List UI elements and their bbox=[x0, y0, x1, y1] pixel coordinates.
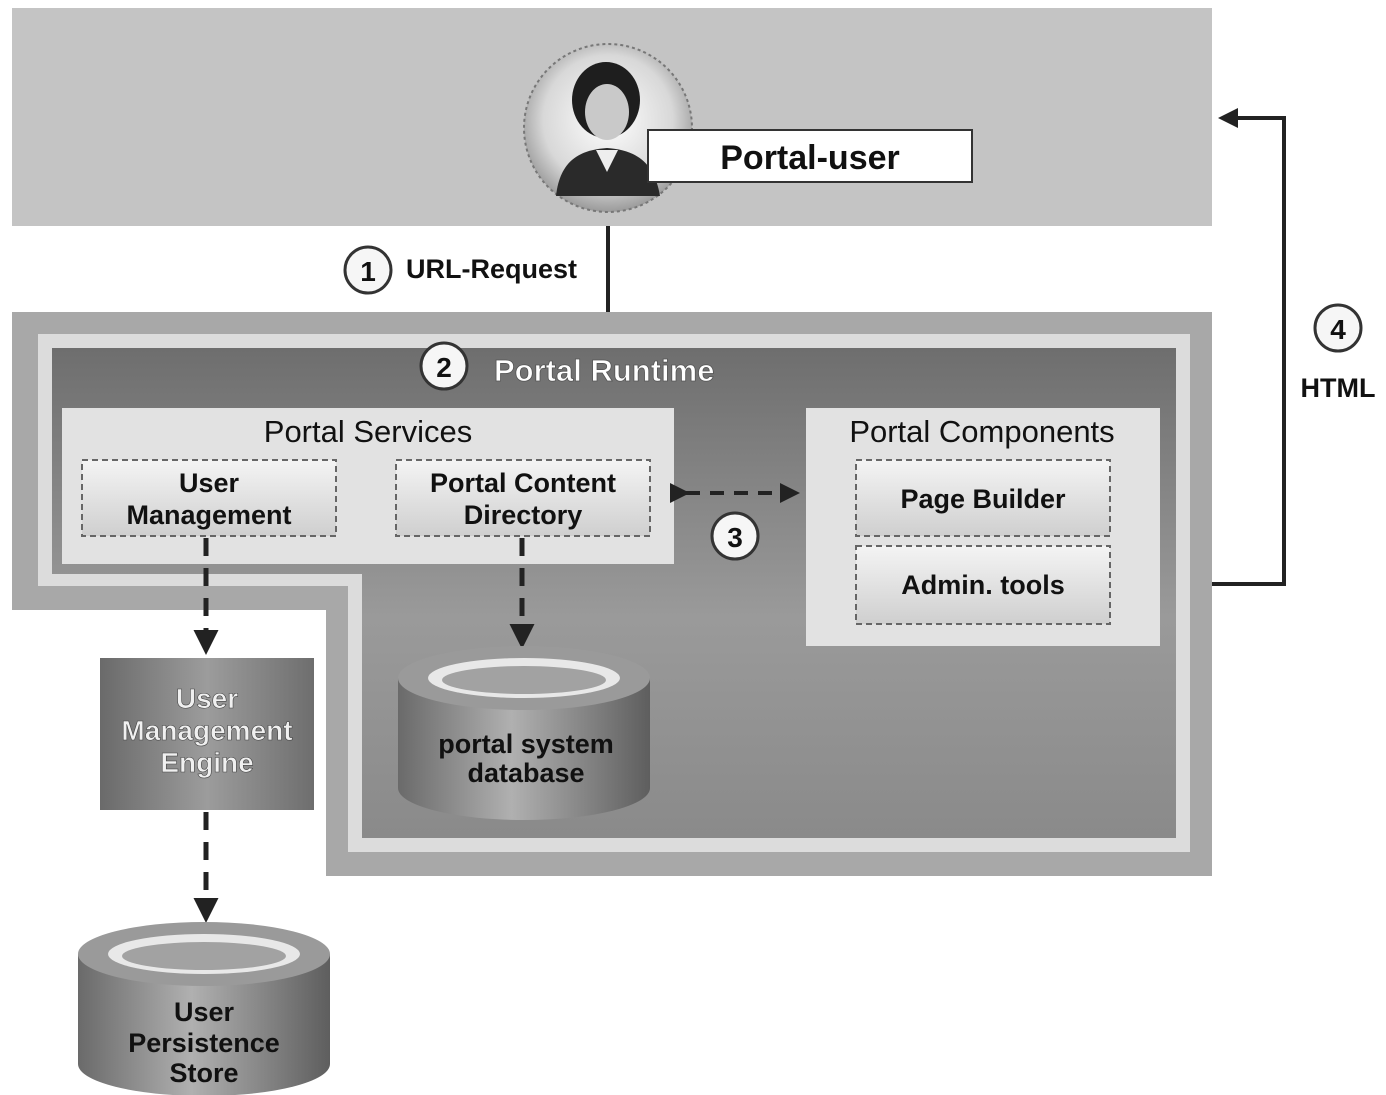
url-request-label: URL-Request bbox=[406, 254, 577, 284]
step-2-number: 2 bbox=[436, 352, 452, 383]
portal-content-directory-box bbox=[395, 459, 651, 537]
page-builder-label: Page Builder bbox=[900, 484, 1066, 514]
html-label: HTML bbox=[1301, 373, 1376, 403]
user-management-line-1: User bbox=[179, 468, 240, 498]
portal-content-directory-line-1: Portal Content bbox=[430, 468, 616, 498]
html-response-line bbox=[1212, 108, 1286, 586]
user-management-line-2: Management bbox=[126, 500, 291, 530]
portal-services-title: Portal Services bbox=[264, 414, 472, 449]
step-1-badge bbox=[343, 245, 393, 295]
admin-tools-label: Admin. tools bbox=[901, 570, 1065, 600]
portal-user-label: Portal-user bbox=[720, 139, 900, 177]
portal-content-directory-line-2: Directory bbox=[464, 500, 583, 530]
step-1-number: 1 bbox=[360, 256, 376, 287]
user-persistence-store bbox=[78, 922, 330, 1095]
portal-system-database bbox=[398, 646, 650, 820]
admin-tools-box bbox=[855, 545, 1111, 625]
user-management-box bbox=[81, 459, 337, 537]
persistence-line-1: User bbox=[174, 997, 235, 1027]
portal-user-label-box bbox=[647, 129, 973, 183]
portal-components-title: Portal Components bbox=[849, 414, 1114, 449]
page-builder-box bbox=[855, 459, 1111, 537]
portal-db-line-1: portal system bbox=[438, 729, 614, 759]
user-management-engine-box bbox=[100, 658, 314, 810]
portal-runtime-title: Portal Runtime bbox=[494, 353, 714, 388]
portal-db-line-2: database bbox=[467, 758, 584, 788]
step-3-badge bbox=[710, 511, 760, 561]
ume-line-3: Engine bbox=[160, 747, 253, 778]
persistence-line-3: Store bbox=[169, 1058, 238, 1088]
persistence-line-2: Persistence bbox=[128, 1028, 280, 1058]
ume-line-2: Management bbox=[121, 715, 292, 746]
step-2-badge bbox=[419, 341, 469, 391]
step-4-badge bbox=[1313, 303, 1363, 353]
step-3-number: 3 bbox=[727, 522, 743, 553]
ume-line-1: User bbox=[176, 683, 238, 714]
step-4-number: 4 bbox=[1330, 314, 1346, 345]
portal-user-avatar bbox=[523, 43, 693, 213]
